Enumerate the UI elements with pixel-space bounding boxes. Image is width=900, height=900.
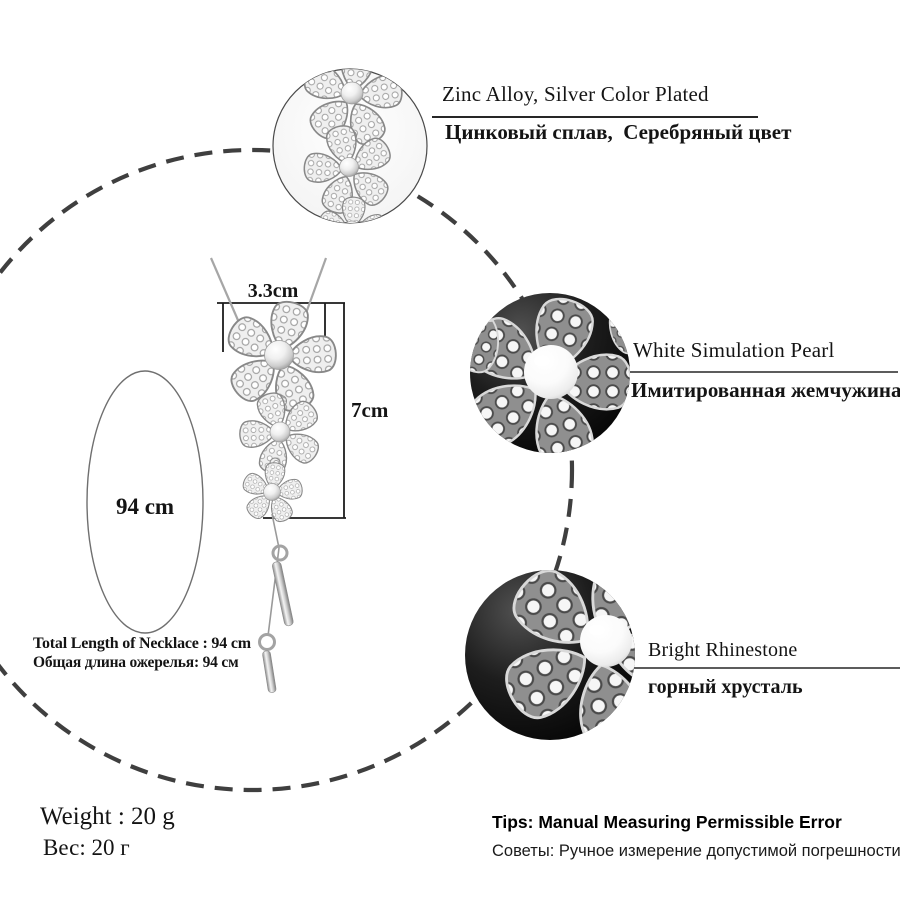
tassel-ring [271, 544, 289, 562]
rhinestone-zoom-circle [465, 570, 635, 740]
necklace-length-label: 94 cm [115, 494, 175, 519]
tassel-bar [272, 561, 294, 627]
material-zoom-circle [272, 68, 428, 224]
length-ellipse [86, 370, 204, 634]
material-label-ru: Цинковый сплав, Серебряный цвет [445, 120, 792, 144]
weight-label-en: Weight : 20 g [40, 803, 175, 830]
pearl-photo [524, 345, 578, 399]
pendant-height-label: 7cm [351, 398, 389, 422]
material-label-en: Zinc Alloy, Silver Color Plated [442, 82, 709, 106]
pearl-label-en: White Simulation Pearl [633, 338, 835, 362]
rhinestone-label-ru: горный хрусталь [648, 676, 803, 698]
pearl-photo [580, 615, 632, 667]
pearl-zoom-circle [470, 293, 630, 453]
pearl-label-ru: Имитированная жемчужина [631, 378, 900, 402]
pendant-pearl-large [264, 340, 294, 370]
rhinestone-label-en: Bright Rhinestone [648, 639, 798, 661]
tips-label-en: Tips: Manual Measuring Permissible Error [492, 812, 842, 832]
pendant-width-label: 3.3cm [247, 280, 299, 302]
tassel-ring [258, 633, 276, 651]
total-length-label-en: Total Length of Necklace : 94 cm [33, 635, 251, 652]
pendant-pearl-medium [269, 421, 291, 443]
pendant-illustration [210, 257, 351, 693]
necklace-outline-dashed-circle [0, 147, 575, 793]
tips-label-ru: Советы: Ручное измерение допустимой погр… [492, 842, 900, 860]
pendant-pearl-small [263, 483, 281, 501]
tassel-bar [262, 650, 277, 693]
total-length-label-ru: Общая длина ожерелья: 94 см [33, 654, 239, 671]
weight-label-ru: Вес: 20 г [43, 835, 130, 860]
pendant-tassel [258, 513, 294, 693]
